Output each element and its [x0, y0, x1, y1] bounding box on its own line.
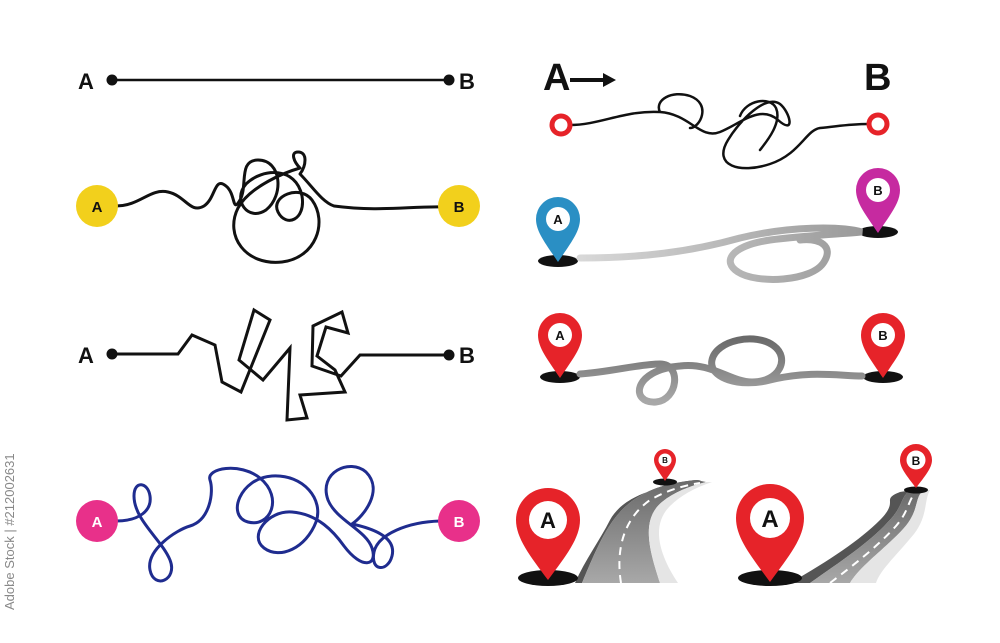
pin-shadow	[904, 486, 928, 494]
label-b: B	[454, 514, 465, 531]
map-pin-icon: A	[536, 197, 580, 262]
tangled-path	[114, 150, 446, 264]
label-b: B	[864, 57, 891, 99]
start-point-dot	[106, 74, 118, 86]
map-pin-icon: B	[900, 444, 932, 488]
loop-ribbon-path	[576, 335, 866, 406]
label-a: A	[555, 328, 565, 343]
start-circle-yellow	[76, 185, 118, 227]
map-pin-icon: A	[538, 313, 582, 378]
panel-zigzag: A B	[78, 307, 475, 422]
panel-navy-loops: A B	[76, 465, 480, 583]
end-point-dot	[443, 349, 455, 361]
label-a: A	[761, 506, 778, 533]
panel-road-right: B A	[736, 444, 932, 586]
map-pin-icon: A	[736, 484, 804, 582]
label-b: B	[459, 69, 475, 94]
label-b: B	[873, 183, 882, 198]
ribbon-path	[576, 224, 863, 283]
start-ring-red	[549, 113, 573, 137]
end-ring-red	[866, 112, 890, 136]
end-circle-pink	[438, 500, 480, 542]
panel-straight-line: A B	[78, 69, 475, 94]
label-a: A	[553, 212, 563, 227]
zigzag-path	[112, 307, 449, 422]
label-a: A	[540, 508, 556, 533]
start-circle-pink	[76, 500, 118, 542]
panel-arrow-rings: A B	[543, 57, 891, 170]
label-a: A	[543, 57, 570, 99]
panel-ribbon-pins: A B	[536, 168, 900, 283]
label-a: A	[92, 514, 103, 531]
pin-shadow	[653, 478, 677, 486]
label-a: A	[78, 343, 94, 368]
map-pin-icon: B	[856, 168, 900, 233]
label-b: B	[454, 199, 465, 216]
end-point-dot	[443, 74, 455, 86]
panel-loop-ribbon: A B	[538, 313, 905, 406]
road-icon	[575, 480, 712, 584]
stock-watermark-id: Adobe Stock | #212002631	[2, 453, 17, 610]
start-point-dot	[106, 348, 118, 360]
loop-path	[114, 465, 442, 583]
map-pin-icon: B	[654, 449, 676, 481]
panel-road-left: B A	[516, 449, 712, 586]
label-a: A	[78, 69, 94, 94]
tangled-path	[568, 93, 870, 170]
end-circle-yellow	[438, 185, 480, 227]
panel-yellow-tangle: A B	[76, 150, 480, 264]
label-b: B	[459, 343, 475, 368]
map-pin-icon: B	[861, 313, 905, 378]
arrow-icon	[570, 73, 616, 87]
road-icon	[790, 489, 930, 584]
label-b: B	[878, 328, 887, 343]
map-pin-icon: A	[516, 488, 580, 580]
label-b: B	[662, 456, 668, 465]
label-b: B	[912, 454, 921, 468]
label-a: A	[92, 199, 103, 216]
